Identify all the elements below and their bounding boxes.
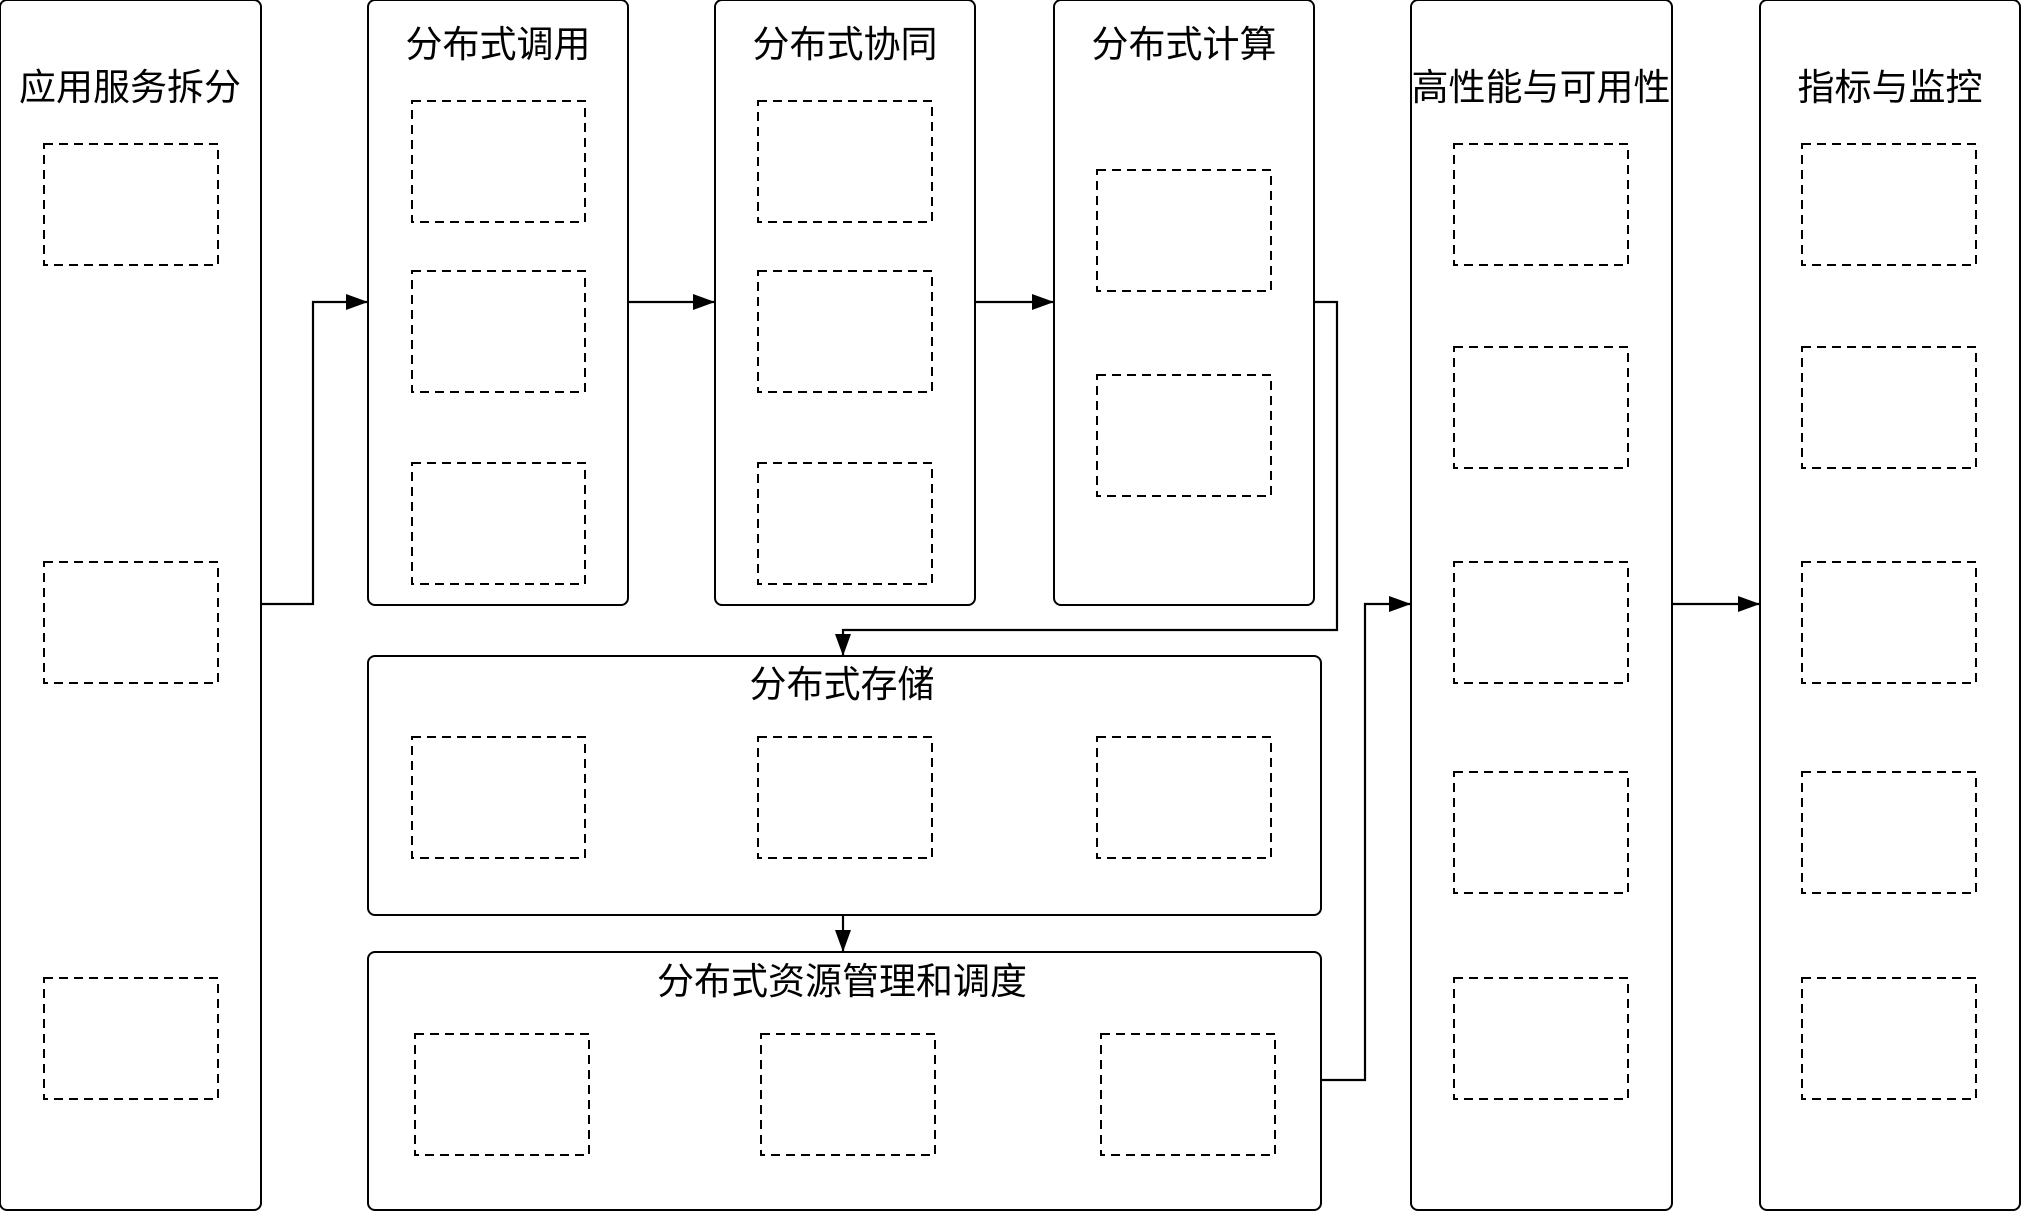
panel-dist-compute-title: 分布式计算 xyxy=(1092,23,1277,66)
placeholder-box xyxy=(1453,771,1629,894)
placeholder-box xyxy=(414,1033,590,1156)
placeholder-box xyxy=(757,100,933,223)
panel-dist-coord-title: 分布式协同 xyxy=(753,23,938,66)
panel-dist-call: 分布式调用 xyxy=(367,0,629,606)
placeholder-box xyxy=(757,736,933,859)
placeholder-box xyxy=(1096,736,1272,859)
placeholder-box xyxy=(757,270,933,393)
placeholder-box xyxy=(1453,346,1629,469)
placeholder-box xyxy=(411,736,586,859)
placeholder-box xyxy=(43,143,219,266)
panel-metrics: 指标与监控 xyxy=(1759,0,2021,1211)
placeholder-box xyxy=(1801,977,1977,1100)
placeholder-box xyxy=(411,100,586,223)
placeholder-box xyxy=(1100,1033,1276,1156)
placeholder-box xyxy=(757,462,933,585)
panel-dist-coord: 分布式协同 xyxy=(714,0,976,606)
connectors xyxy=(261,294,1760,1082)
placeholder-box xyxy=(411,270,586,393)
panel-dist-storage-title: 分布式存储 xyxy=(750,663,935,706)
placeholder-box xyxy=(1453,143,1629,266)
placeholder-box xyxy=(1801,143,1977,266)
arrow-compute-to-storage xyxy=(835,300,1339,656)
placeholder-box xyxy=(1453,977,1629,1100)
placeholder-box xyxy=(760,1033,936,1156)
placeholder-box xyxy=(1096,169,1272,292)
panel-dist-compute: 分布式计算 xyxy=(1053,0,1315,606)
panel-high-perf-title: 高性能与可用性 xyxy=(1412,66,1671,109)
placeholder-box xyxy=(1801,771,1977,894)
placeholder-box xyxy=(1801,561,1977,684)
arrow-resource-to-highperf xyxy=(1321,596,1411,1082)
panel-dist-call-title: 分布式调用 xyxy=(406,23,591,66)
placeholder-box xyxy=(43,977,219,1100)
placeholder-box xyxy=(43,561,219,684)
panel-dist-storage: 分布式存储 xyxy=(367,655,1322,916)
panel-app-split: 应用服务拆分 xyxy=(0,0,262,1211)
arrow-split-to-call xyxy=(261,294,368,606)
placeholder-box xyxy=(1453,561,1629,684)
panel-dist-resource: 分布式资源管理和调度 xyxy=(367,951,1322,1211)
panel-dist-resource-title: 分布式资源管理和调度 xyxy=(657,960,1027,1003)
placeholder-box xyxy=(1801,346,1977,469)
panel-high-perf: 高性能与可用性 xyxy=(1410,0,1673,1211)
placeholder-box xyxy=(1096,374,1272,497)
panel-app-split-title: 应用服务拆分 xyxy=(19,66,241,109)
placeholder-box xyxy=(411,462,586,585)
panel-metrics-title: 指标与监控 xyxy=(1798,66,1983,109)
